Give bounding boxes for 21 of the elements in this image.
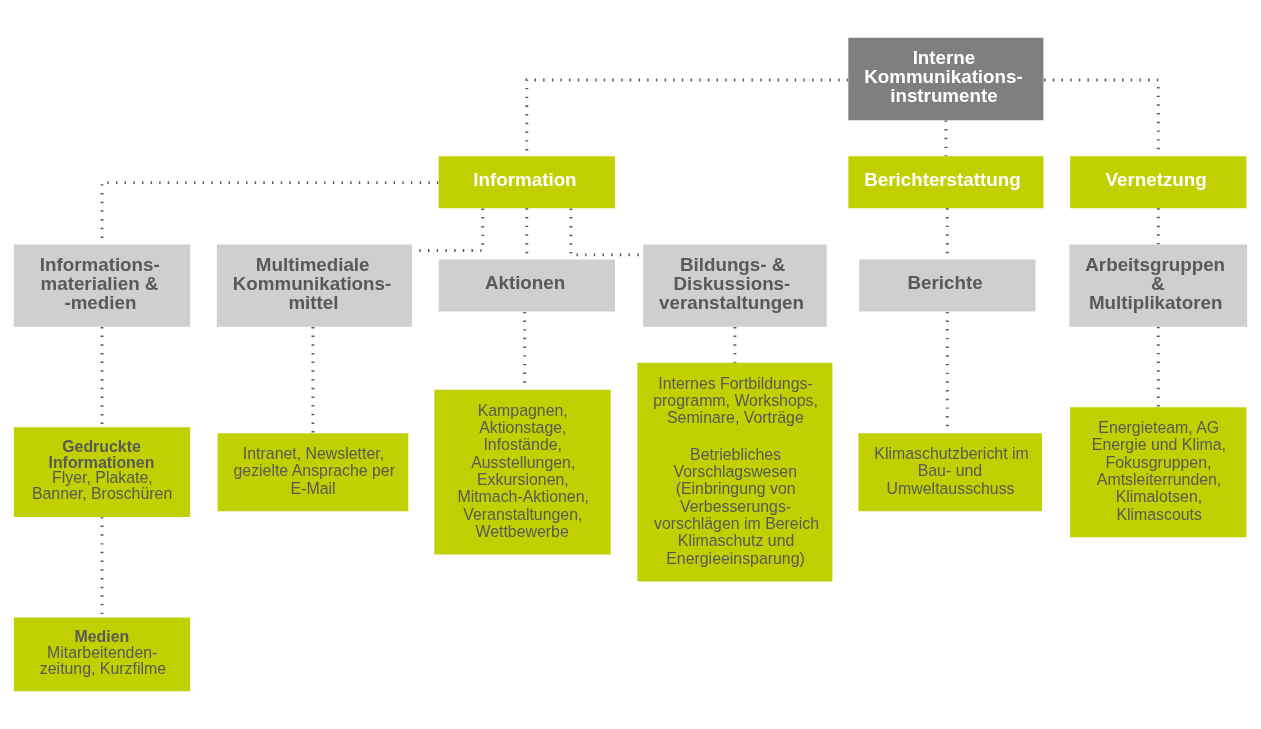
connector [311, 327, 315, 433]
node-box: Vernetzung [1070, 156, 1247, 209]
node-box: Bildungs- & Diskussions- veranstaltungen [643, 244, 827, 327]
node-box: Klimaschutzbericht im Bau- und Umweltausschuss [858, 433, 1042, 512]
node-box: Berichte [859, 259, 1036, 312]
node-box: Gedruckte Informationen Flyer, Plakate, Banner, Broschüren [13, 427, 191, 517]
node-box: Information [438, 156, 615, 209]
node-box: Arbeitsgruppen & Multiplikatoren [1069, 244, 1248, 327]
node-box: Multimediale Kommunikations- mittel [216, 244, 412, 327]
node-box: Medien Mitarbeitenden- zeitung, Kurzfilme [13, 617, 191, 692]
node-box: Interne Kommunikations- instrumente [848, 37, 1044, 121]
node-box: Informations- materialien & -medien [13, 244, 191, 327]
connector [733, 327, 737, 363]
node-box: Energieteam, AG Energie und Klima, Fokusgruppen, Amtsleiterrunden, Klimalotsen, Klimascouts [1070, 407, 1247, 538]
node-box: Internes Fortbildungs- programm, Workshops, Seminare, Vorträge Betriebliches Vorschlagswesen (Einbringung von Verbesserungs- vorschlägen im Bereich Klimaschutz und Energieeinsparung) [637, 362, 833, 582]
node-box: Aktionen [438, 259, 615, 312]
connector [1156, 208, 1160, 245]
node-box: Intranet, Newsletter, gezielte Ansprache per E-Mail [217, 433, 409, 512]
node-box: Kampagnen, Aktionstage, Infostände, Ausstellungen, Exkursionen, Mitmach-Aktionen, Veranstaltungen, Wettbewerbe [434, 389, 611, 555]
node-box: Berichterstattung [848, 156, 1044, 209]
connector [944, 120, 948, 156]
